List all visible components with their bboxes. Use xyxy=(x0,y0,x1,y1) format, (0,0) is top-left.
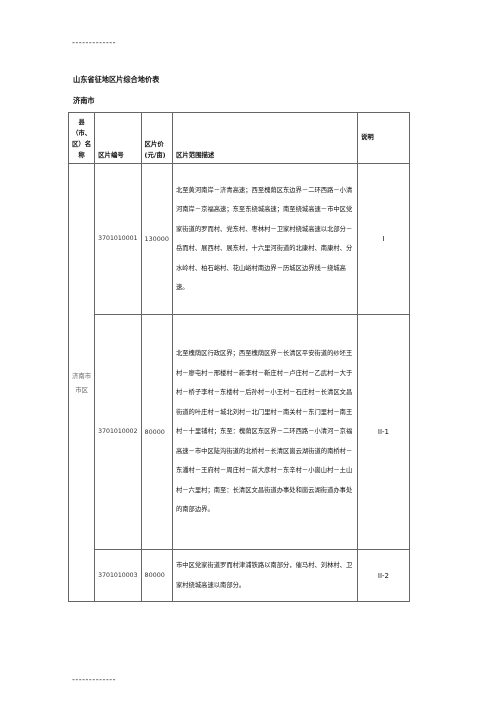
zone-note: II-1 xyxy=(356,314,410,550)
bottom-dashes: ------------- xyxy=(72,675,117,684)
city-heading: 济南市 xyxy=(73,96,95,105)
zone-scope: 北至黄河南岸－济青高速；西至槐荫区东边界－二环西路－小清河南岸－京福高速；东至东… xyxy=(171,163,358,315)
county-name-cell: 济南市市区 xyxy=(67,163,96,602)
zone-price: 80000 xyxy=(140,314,173,550)
header-note: 说明 xyxy=(356,112,410,164)
table-row: 3701010002 80000 北至槐荫区行政区界；西至槐荫区界－长清区平安街… xyxy=(69,314,410,550)
zone-scope: 市中区党家街道罗而村津浦铁路以南部分，催马村、刘林村、卫家村绕城高速以南部分。 xyxy=(171,549,358,602)
top-dashes: ------------- xyxy=(72,38,117,47)
zone-note: II-2 xyxy=(356,549,410,602)
document-title: 山东省征地区片综合地价表 xyxy=(73,75,160,84)
table-header-row: 县（市、区）名称 区片编号 区片价(元/亩) 区片范围描述 说明 xyxy=(67,112,410,164)
zone-price: 80000 xyxy=(140,549,173,602)
header-price: 区片价(元/亩) xyxy=(140,112,173,164)
header-county: 县（市、区）名称 xyxy=(67,112,96,164)
zone-code: 3701010001 xyxy=(94,163,142,315)
header-scope: 区片范围描述 xyxy=(171,112,358,164)
zone-price: 130000 xyxy=(140,163,173,315)
zone-code: 3701010002 xyxy=(94,314,142,550)
table-row: 济南市市区 3701010001 130000 北至黄河南岸－济青高速；西至槐荫… xyxy=(67,163,410,602)
land-price-table: 县（市、区）名称 区片编号 区片价(元/亩) 区片范围描述 说明 济南市市区 3… xyxy=(67,112,410,602)
table-row: 3701010003 80000 市中区党家街道罗而村津浦铁路以南部分，催马村、… xyxy=(69,549,410,602)
zone-note: I xyxy=(356,163,410,315)
zone-scope: 北至槐荫区行政区界；西至槐荫区界－长清区平安街道的纱坯王村－廖屯村－邢楼村－新李… xyxy=(171,314,358,550)
header-code: 区片编号 xyxy=(94,112,142,164)
zone-code: 3701010003 xyxy=(94,549,142,602)
